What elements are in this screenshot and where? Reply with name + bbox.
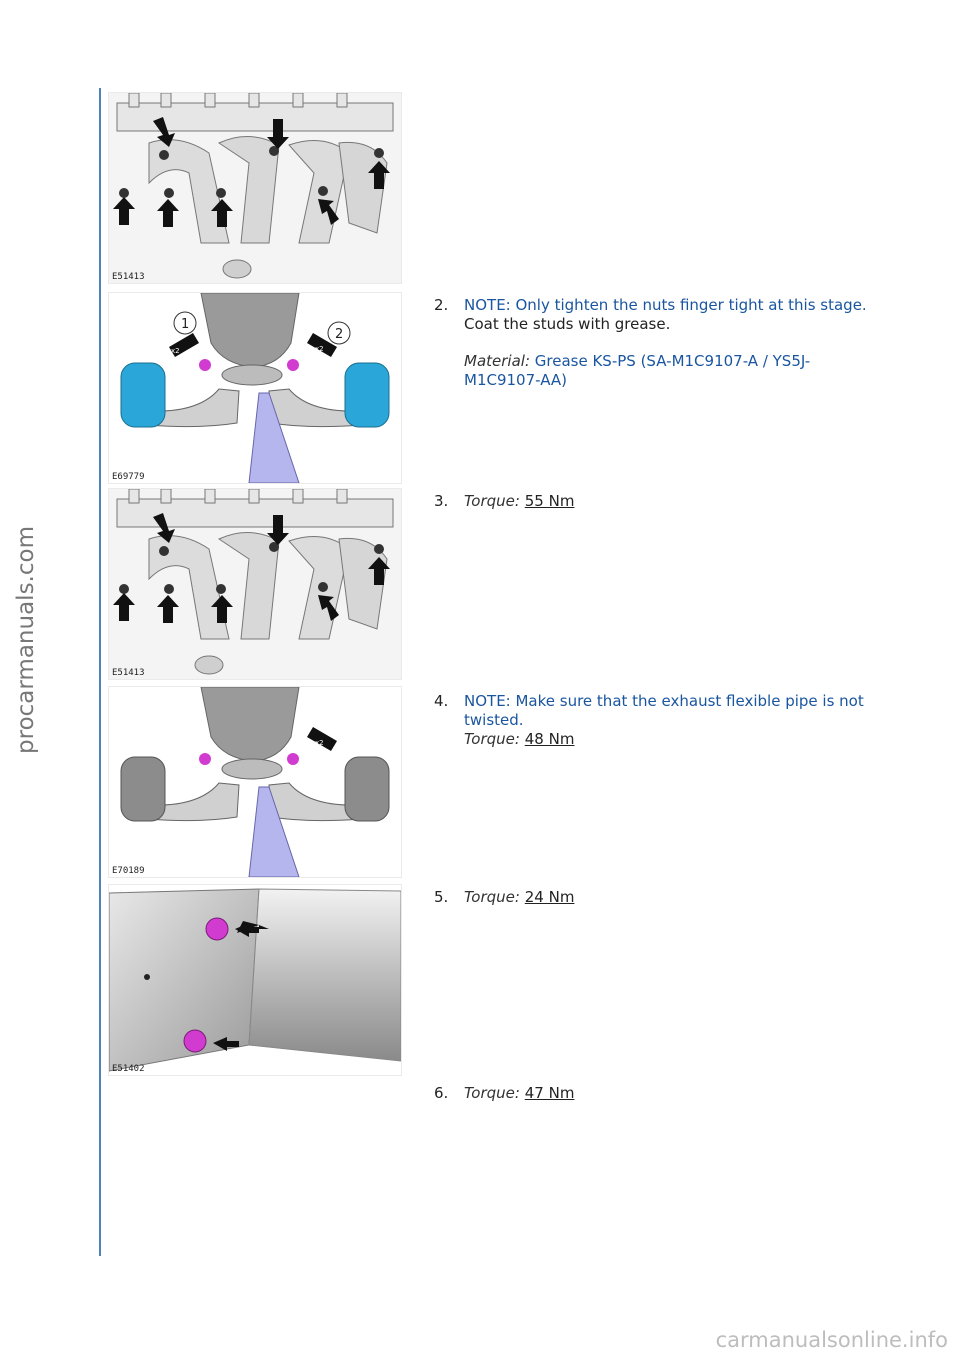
torque-label: Torque: xyxy=(464,1084,520,1102)
torque-value: 55 Nm xyxy=(524,492,575,510)
manifold-illustration: E51413 xyxy=(109,93,401,283)
side-watermark-text: procarmanuals.com xyxy=(13,526,39,754)
step-body: NOTE: Make sure that the exhaust flexibl… xyxy=(464,692,874,749)
step-number: 3. xyxy=(434,492,449,510)
material-line: Material: Grease KS-PS (SA-M1C9107-A / Y… xyxy=(464,352,874,390)
figure-manifold-nuts: E51413 xyxy=(108,92,402,284)
torque-label: Torque: xyxy=(464,730,520,748)
margin-rule xyxy=(99,88,101,1256)
footer-watermark: carmanualsonline.info xyxy=(715,1328,948,1352)
torque-label: Torque: xyxy=(464,492,520,510)
figure-flexible-pipe-1: 1 2 x2 x2 E69779 xyxy=(108,292,402,484)
figure-heat-shield-bolts: E51402 xyxy=(108,884,402,1076)
figure-code: E51402 xyxy=(112,1064,145,1074)
multiplier-right: x2 xyxy=(315,345,324,353)
step-body: Torque: 55 Nm xyxy=(464,492,874,511)
multiplier: x2 xyxy=(315,739,324,747)
figure-code: E69779 xyxy=(112,472,145,482)
side-watermark: procarmanuals.com xyxy=(6,470,46,810)
callout-2: 2 xyxy=(335,327,343,342)
note-text: NOTE: Make sure that the exhaust flexibl… xyxy=(464,692,864,729)
manifold-illustration: E51413 xyxy=(109,489,401,679)
step-body: Torque: 24 Nm xyxy=(464,888,874,907)
figure-code: E70189 xyxy=(112,866,145,876)
figure-code: E51413 xyxy=(112,272,145,282)
note-text: NOTE: Only tighten the nuts finger tight… xyxy=(464,296,867,314)
heat-shield-illustration: E51402 xyxy=(109,885,401,1075)
step-number: 2. xyxy=(434,296,449,314)
material-value: Grease KS-PS (SA-M1C9107-A / YS5J-M1C910… xyxy=(464,352,811,389)
instruction-text: Coat the studs with grease. xyxy=(464,315,671,333)
torque-value: 48 Nm xyxy=(524,730,575,748)
figure-manifold-torque: E51413 xyxy=(108,488,402,680)
flexible-pipe-illustration: 1 2 x2 x2 E69779 xyxy=(109,293,401,483)
step-body: Torque: 47 Nm xyxy=(464,1084,874,1103)
figure-flexible-pipe-2: x2 E70189 xyxy=(108,686,402,878)
torque-label: Torque: xyxy=(464,888,520,906)
torque-value: 47 Nm xyxy=(524,1084,575,1102)
multiplier-left: x2 xyxy=(171,347,180,355)
step-number: 6. xyxy=(434,1084,449,1102)
torque-value: 24 Nm xyxy=(524,888,575,906)
step-body: NOTE: Only tighten the nuts finger tight… xyxy=(464,296,874,390)
flexible-pipe-illustration: x2 E70189 xyxy=(109,687,401,877)
step-number: 5. xyxy=(434,888,449,906)
material-label: Material: xyxy=(464,352,530,370)
step-number: 4. xyxy=(434,692,449,710)
figure-code: E51413 xyxy=(112,668,145,678)
callout-1: 1 xyxy=(181,317,189,332)
